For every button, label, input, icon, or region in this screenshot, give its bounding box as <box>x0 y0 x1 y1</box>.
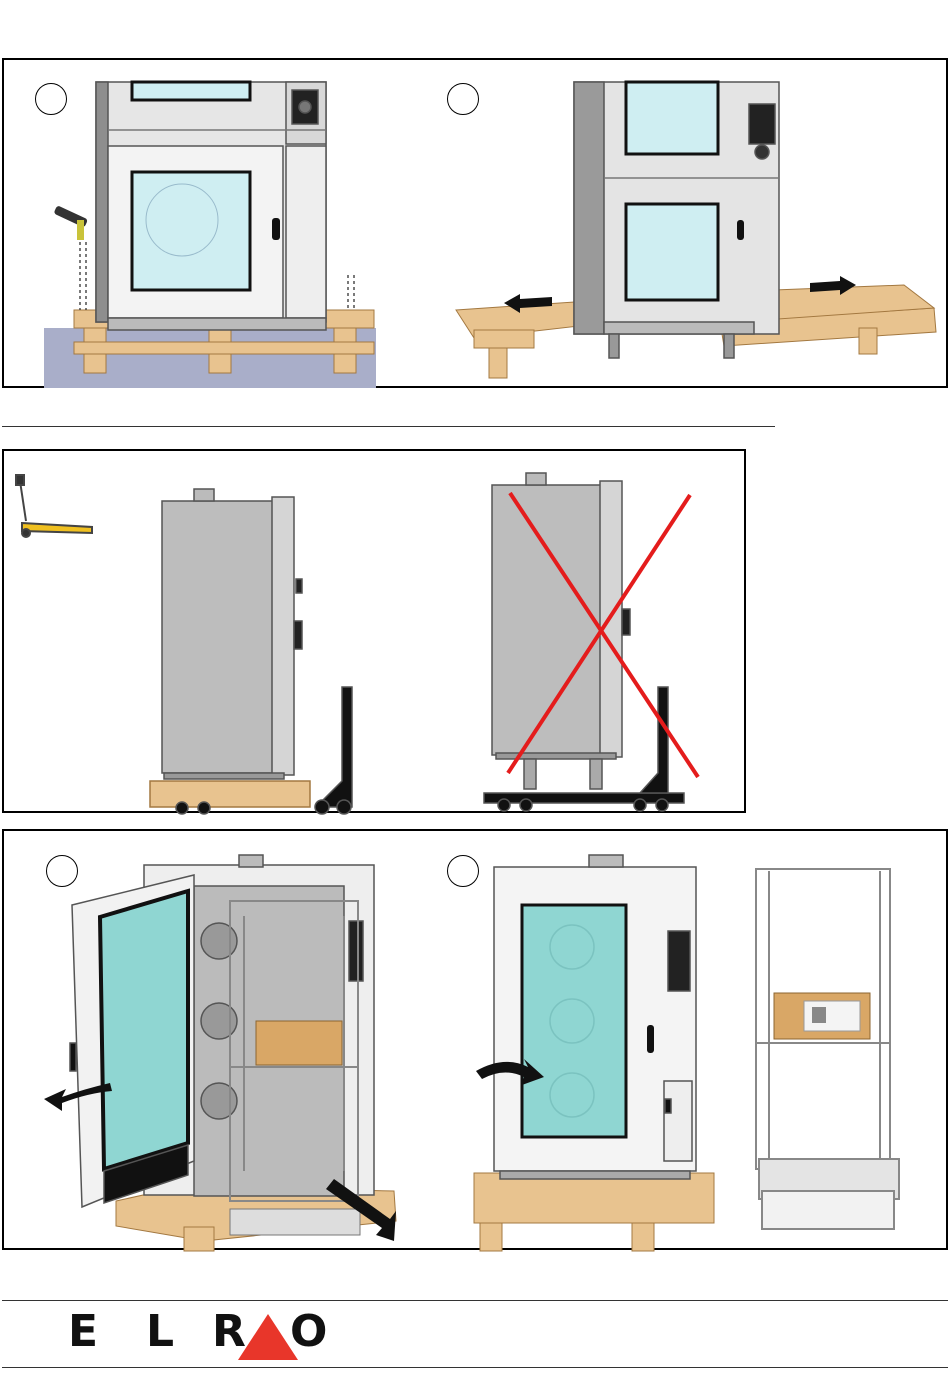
bottom-illustration <box>4 831 950 1252</box>
drip-tray <box>230 1209 360 1235</box>
elro-logo: E L R O <box>66 1300 336 1366</box>
logo-letter-o: O <box>290 1306 327 1357</box>
box-on-rack <box>774 993 870 1039</box>
closed-oven <box>494 855 696 1179</box>
panel-rack-removal <box>2 829 948 1250</box>
stacked-oven-left <box>96 82 326 330</box>
stacked-oven-right <box>574 82 779 358</box>
top-illustration <box>4 60 950 390</box>
separator-rule <box>2 426 775 427</box>
oven-side-correct <box>150 489 352 814</box>
screwdriver-icon <box>53 205 88 240</box>
footer-rule-bottom <box>2 1367 948 1368</box>
standalone-rack <box>756 869 899 1229</box>
pallet-truck-icon <box>16 475 92 537</box>
middle-illustration <box>4 451 748 815</box>
box-in-rack <box>256 1021 342 1065</box>
open-door <box>70 875 194 1207</box>
panel-pallet-truck <box>2 449 746 813</box>
pallet-bottom-right <box>474 1173 714 1251</box>
panel-unbolt-and-lift <box>2 58 948 388</box>
